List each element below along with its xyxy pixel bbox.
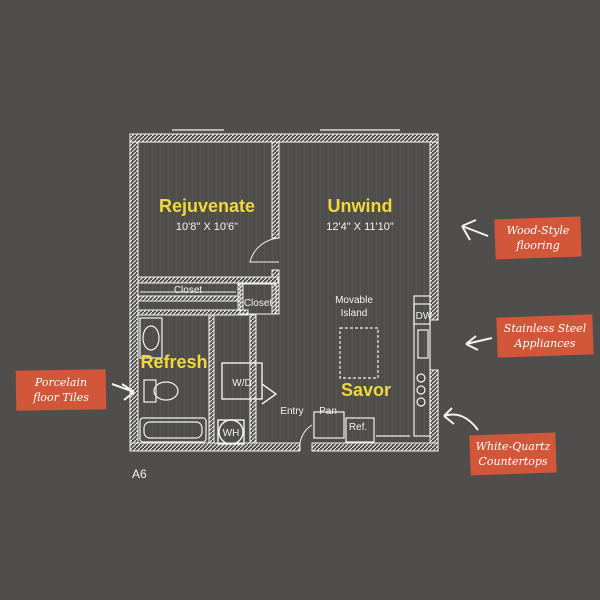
wh-label: WH (223, 428, 240, 439)
bathtub-icon (139, 417, 207, 443)
entry-label: Entry (280, 406, 303, 417)
closet-door-swing (261, 383, 278, 405)
pantry-box (313, 411, 345, 439)
vanity (139, 317, 163, 359)
kitchen-sink-icon (417, 329, 429, 359)
kitchen-counter (413, 295, 431, 437)
living-size: 12'4" X 11'10" (326, 221, 394, 233)
kitchen-name: Savor (341, 380, 391, 400)
closet-small-label: Closet (244, 298, 273, 309)
tiles-line1: Porcelain (34, 376, 87, 389)
sink-icon (142, 325, 160, 351)
callout-countertops: White-Quartz Countertops (469, 432, 557, 476)
kitchen-fixtures (313, 295, 431, 443)
utility-fixtures (217, 362, 278, 445)
island-label-line2: Island (341, 308, 368, 319)
flooring-arrow (461, 219, 489, 241)
plan-label: A6 (132, 467, 147, 481)
refrigerator-label: Ref. (349, 422, 367, 433)
flooring-line1: Wood-Style (507, 224, 570, 237)
bath-name: Refresh (140, 352, 207, 372)
flooring-line2: flooring (515, 239, 559, 252)
burner-icon (416, 373, 426, 383)
appliances-arrow (465, 335, 493, 351)
movable-island (339, 327, 379, 379)
callout-appliances: Stainless Steel Appliances (496, 314, 594, 358)
toilet-icon (153, 381, 179, 401)
countertops-arrow (443, 407, 479, 431)
callout-flooring: Wood-Style flooring (494, 216, 582, 260)
toilet-tank (143, 379, 157, 403)
tiles-line2: floor Tiles (32, 391, 89, 404)
burner-icon (416, 397, 426, 407)
entry-door (299, 424, 313, 452)
countertops-line2: Countertops (478, 455, 547, 468)
bedroom-size: 10'8" X 10'6" (176, 221, 238, 233)
callout-tiles: Porcelain floor Tiles (15, 369, 107, 411)
washer-dryer-box (221, 362, 263, 400)
bedroom-door (249, 237, 280, 263)
island-label-line1: Movable (335, 295, 373, 306)
bath-fixtures (139, 317, 207, 443)
bedroom-name: Rejuvenate (159, 196, 255, 216)
closet-fixtures (140, 283, 277, 315)
pantry-label: Pan (319, 406, 337, 417)
wood-floor-area (138, 140, 432, 440)
outer-walls (129, 133, 439, 452)
callout-arrows (111, 219, 493, 431)
living-name: Unwind (328, 196, 393, 216)
appliances-line1: Stainless Steel (504, 322, 587, 335)
closet-label: Closet (174, 285, 203, 296)
countertops-line1: White-Quartz (476, 440, 551, 453)
tiles-arrow (111, 383, 135, 401)
refrigerator-box (345, 417, 375, 443)
burner-icon (416, 385, 426, 395)
dishwasher-label: DW (416, 311, 433, 322)
wd-label: W/D (232, 378, 251, 389)
dishwasher-box (413, 303, 431, 325)
appliances-line2: Appliances (513, 337, 575, 350)
